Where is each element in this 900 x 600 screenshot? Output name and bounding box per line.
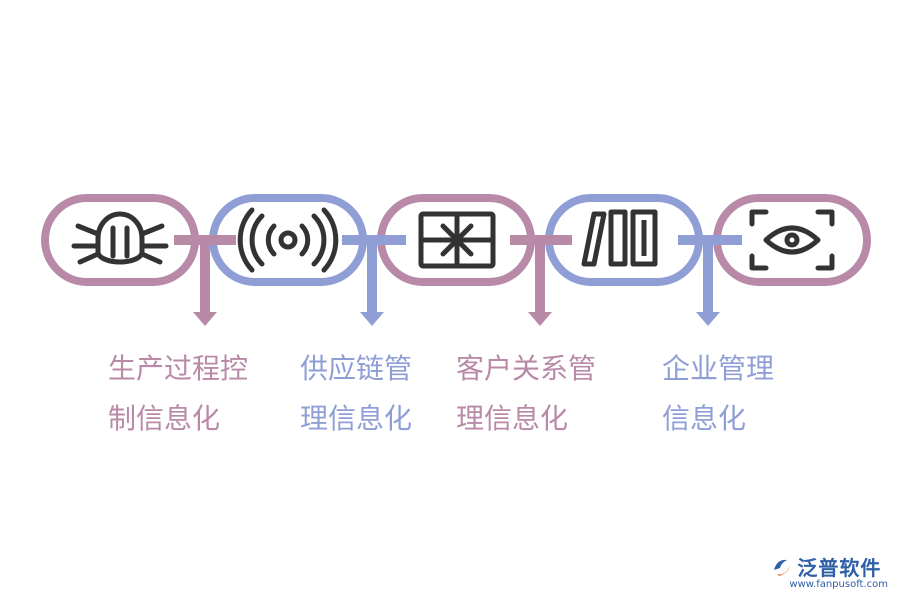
gift-box-icon: [418, 211, 496, 269]
step-label-line: 生产过程控: [108, 352, 249, 385]
signal-waves-icon: [237, 207, 339, 273]
brand-url: www.fanpusoft.com: [789, 579, 888, 590]
step-label-production: 生产过程控 制信息化: [108, 344, 248, 444]
scan-eye-icon: [749, 209, 835, 271]
step-pill-1: [41, 194, 199, 286]
logo-mark-icon: [774, 559, 791, 576]
step-label-line: 客户关系管: [456, 352, 597, 385]
step-label-line: 理信息化: [456, 402, 569, 435]
brand-name: 泛普软件: [797, 556, 882, 580]
brand-logo: 泛普软件 www.fanpusoft.com: [771, 552, 888, 590]
step-label-supply-chain: 供应链管 理信息化: [300, 344, 412, 444]
step-label-line: 理信息化: [300, 402, 413, 435]
books-icon: [581, 209, 658, 267]
step-label-line: 制信息化: [108, 402, 221, 435]
bug-icon: [71, 211, 169, 265]
step-label-line: 信息化: [662, 402, 747, 435]
step-label-line: 供应链管: [300, 352, 413, 385]
step-label-crm: 客户关系管 理信息化: [456, 344, 596, 444]
step-label-line: 企业管理: [662, 352, 775, 385]
step-label-enterprise: 企业管理 信息化: [662, 344, 774, 444]
